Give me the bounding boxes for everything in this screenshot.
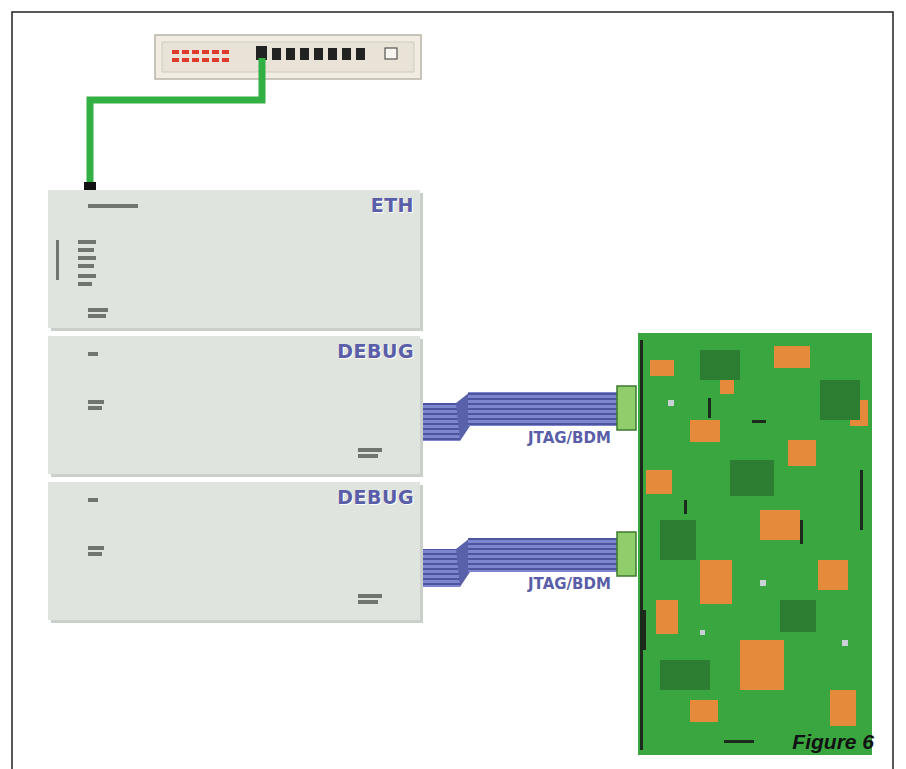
connector-label: JTAG/BDM	[528, 575, 611, 593]
connector-label: JTAG/BDM	[528, 429, 611, 447]
panel-markings	[48, 190, 420, 328]
debug-module: DEBUG	[48, 482, 420, 620]
module-label: DEBUG	[337, 340, 414, 362]
figure-frame	[12, 12, 893, 769]
ethernet-cable	[90, 58, 262, 186]
figure-caption: Figure 6	[792, 730, 874, 754]
target-board	[638, 333, 872, 755]
ethernet-module: ETH	[48, 190, 420, 328]
debug-module: DEBUG	[48, 336, 420, 474]
ethernet-switch	[155, 35, 421, 79]
module-label: ETH	[371, 194, 414, 216]
module-label: DEBUG	[337, 486, 414, 508]
